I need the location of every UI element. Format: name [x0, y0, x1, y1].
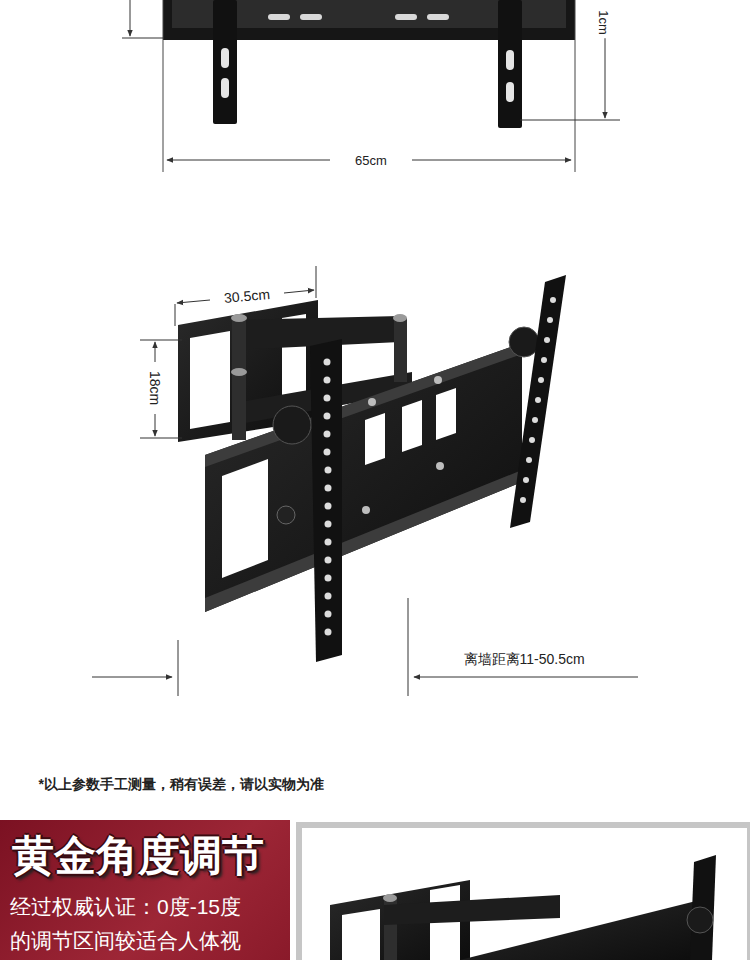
mount-arm: [498, 0, 522, 128]
rail-hole: [520, 497, 526, 503]
rail-hole: [324, 395, 331, 402]
plate-window: [222, 459, 268, 578]
dimension-line: [412, 160, 571, 161]
rail-hole: [324, 431, 331, 438]
feature-panel: 黄金角度调节经过权威认证：0度-15度 的调节区间较适合人体视: [0, 820, 290, 960]
guide-line: [575, 0, 576, 172]
tv-plate: [205, 343, 522, 612]
rail-hole: [324, 413, 331, 420]
pivot-cap: [383, 894, 397, 902]
dimension-line: [92, 677, 172, 678]
tv-plate: [460, 900, 700, 960]
guide-line: [178, 640, 179, 696]
screw: [362, 506, 370, 514]
plate-window: [402, 400, 422, 452]
rail-hole: [535, 397, 541, 403]
panel-body: 经过权威认证：0度-15度 的调节区间较适合人体视: [10, 890, 262, 958]
rail-hole: [325, 503, 332, 510]
rail-hole: [324, 359, 331, 366]
plate-rail: [205, 343, 522, 467]
dimension-label: 30.5cm: [220, 286, 273, 306]
rail-hole: [523, 477, 529, 483]
rail-hole: [325, 575, 332, 582]
rail-hole: [538, 377, 544, 383]
plate-window: [342, 909, 380, 960]
mount-arm: [213, 0, 237, 124]
guide-line: [175, 304, 176, 326]
dimension-line: [414, 677, 638, 678]
panel-heading: 黄金角度调节: [12, 830, 282, 882]
dimension-line: [605, 34, 606, 118]
dimension-line: [177, 300, 210, 303]
plate-slot: [300, 14, 322, 20]
guide-line: [408, 598, 409, 696]
photo-frame: [299, 825, 750, 960]
rail-hole: [550, 297, 556, 303]
pivot-cap: [393, 314, 407, 322]
tilt-knob: [273, 406, 311, 444]
dimension-label: 65cm: [352, 153, 390, 168]
rail-hole: [325, 539, 332, 546]
plate-slot: [395, 14, 417, 20]
dimension-line: [155, 342, 156, 362]
plate-window: [190, 331, 230, 429]
guide-line: [520, 120, 620, 121]
screw: [436, 462, 444, 470]
rail-hole: [529, 437, 535, 443]
screw: [434, 376, 442, 384]
vertical-rail: [310, 339, 342, 662]
rail-hole: [325, 521, 332, 528]
arm-slot: [506, 50, 514, 70]
dimension-label: 1cm: [595, 7, 610, 38]
rail-hole: [325, 557, 332, 564]
dimension-line: [155, 414, 156, 436]
arm-slot: [221, 78, 229, 98]
pivot-post: [232, 318, 246, 440]
pivot-post: [394, 318, 407, 382]
guide-line: [140, 340, 182, 341]
rail-hole: [532, 417, 538, 423]
dimension-line: [167, 160, 330, 161]
guide-line: [140, 438, 182, 439]
dimension-label: 离墙距离11-50.5cm: [461, 651, 588, 669]
guide-line: [316, 266, 317, 298]
rail-hole: [526, 457, 532, 463]
dimension-line: [130, 0, 131, 36]
rail-hole: [324, 377, 331, 384]
screw: [368, 398, 376, 406]
rail-hole: [544, 337, 550, 343]
swing-arm: [384, 895, 560, 925]
plate-slot: [268, 14, 290, 20]
pivot-cap: [231, 368, 247, 376]
rail-hole: [541, 357, 547, 363]
rail-holes: [324, 297, 557, 636]
plate-slot: [427, 14, 449, 20]
rail-hole: [325, 467, 332, 474]
rail-hole: [547, 317, 553, 323]
rail-hole: [324, 449, 331, 456]
rail-hole: [325, 485, 332, 492]
dimension-label: 18cm: [147, 368, 163, 408]
arm-slot: [221, 48, 229, 68]
vertical-rail: [510, 275, 566, 528]
tilt-knob: [687, 907, 713, 933]
rail-hole: [325, 629, 332, 636]
tilt-knob: [509, 327, 539, 357]
arm-slot: [506, 82, 514, 102]
dimension-line: [284, 290, 314, 293]
plate-window: [436, 388, 456, 440]
guide-line: [163, 0, 164, 172]
note-text: *以上参数手工测量，稍有误差，请以实物为准: [36, 776, 327, 794]
plate-window: [365, 413, 385, 465]
lock-knob: [277, 506, 295, 524]
pivot-cap: [231, 314, 247, 322]
rail-hole: [325, 611, 332, 618]
guide-line: [122, 38, 163, 39]
rail-hole: [325, 593, 332, 600]
